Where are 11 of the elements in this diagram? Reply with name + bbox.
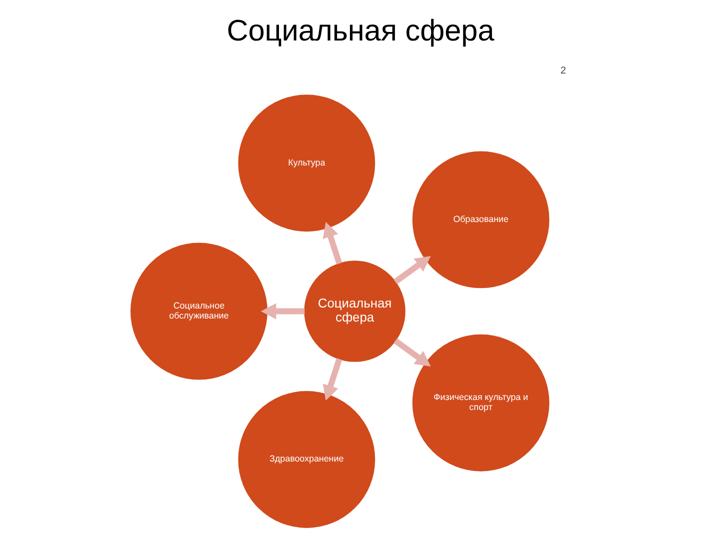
label: 2 <box>560 66 566 77</box>
node-circle: Культура <box>238 94 375 232</box>
arrow <box>322 358 342 401</box>
node-circle: Социальная сфера <box>304 260 405 362</box>
node-circle: Здравоохранение <box>238 391 375 528</box>
arrow <box>260 303 304 320</box>
arrow <box>393 338 430 367</box>
arrow <box>322 222 342 264</box>
arrow <box>393 256 430 284</box>
node-circle: Социальное обслуживание <box>130 242 267 380</box>
diagram-title: Социальная сфера <box>226 14 494 48</box>
